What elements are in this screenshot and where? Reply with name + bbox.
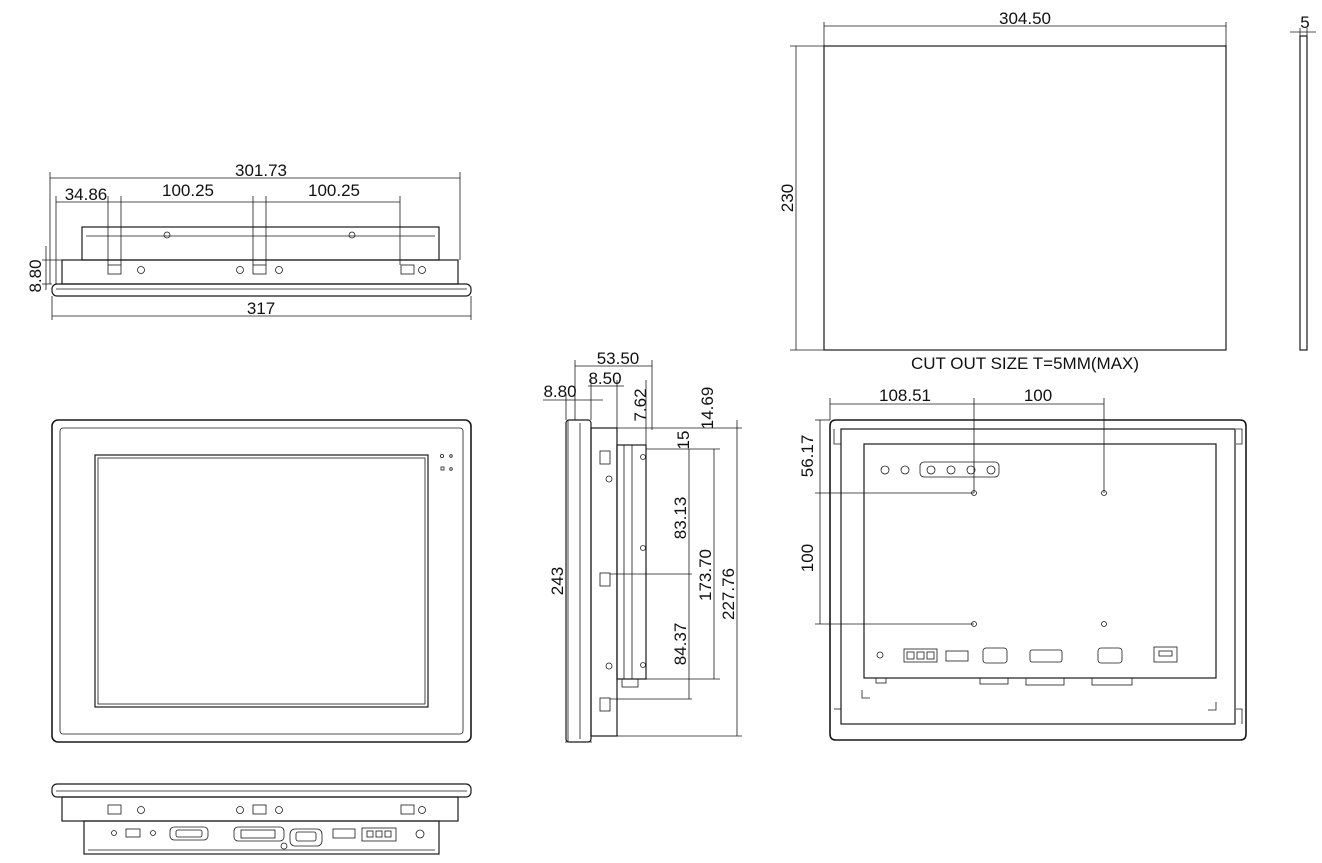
dim-side-body-height: 227.76 <box>719 568 738 620</box>
dim-bezel-depth: 8.80 <box>26 259 45 292</box>
dim-side-top-offset-1: 14.69 <box>698 387 717 430</box>
dim-side-hole-pitch-1: 83.13 <box>671 497 690 540</box>
cutout-caption: CUT OUT SIZE T=5MM(MAX) <box>911 354 1139 373</box>
dim-side-overall-height: 243 <box>548 567 567 595</box>
side-view: 53.50 8.50 8.80 7.62 14.69 227.76 15 173… <box>543 349 742 743</box>
dim-rear-vesa-pitch-x: 100 <box>1024 386 1052 405</box>
dim-side-top-offset-2: 15 <box>674 431 693 450</box>
dim-cutout-height: 230 <box>778 184 797 212</box>
dim-cutout-width: 304.50 <box>999 9 1051 28</box>
dim-side-total-depth: 53.50 <box>597 349 640 368</box>
dim-side-hole-span: 173.70 <box>696 549 715 601</box>
bottom-view <box>51 783 472 855</box>
dim-side-frame-depth: 8.50 <box>588 369 621 388</box>
rear-view: 108.51 100 56.17 100 <box>798 386 1247 741</box>
dim-side-bracket-offset: 7.62 <box>631 388 650 421</box>
dim-bezel-width: 317 <box>247 299 275 318</box>
dim-side-bezel-depth: 8.80 <box>543 382 576 401</box>
dim-side-hole-pitch-2: 84.37 <box>671 623 690 666</box>
front-view <box>51 419 472 743</box>
dim-offset-left: 34.86 <box>65 185 108 204</box>
dim-overall-width: 301.73 <box>235 161 287 180</box>
dim-rear-vesa-offset-x: 108.51 <box>879 386 931 405</box>
dim-rear-vesa-offset-y: 56.17 <box>798 435 817 478</box>
dim-rear-vesa-pitch-y: 100 <box>798 544 817 572</box>
dim-pitch-2: 100.25 <box>308 181 360 200</box>
top-view: 301.73 34.86 100.25 100.25 8.80 317 <box>26 161 472 320</box>
dim-cutout-thickness: 5 <box>1300 13 1309 32</box>
dim-pitch-1: 100.25 <box>162 181 214 200</box>
cutout-view: 304.50 230 5 CUT OUT SIZE T=5MM(MAX) <box>778 9 1316 373</box>
